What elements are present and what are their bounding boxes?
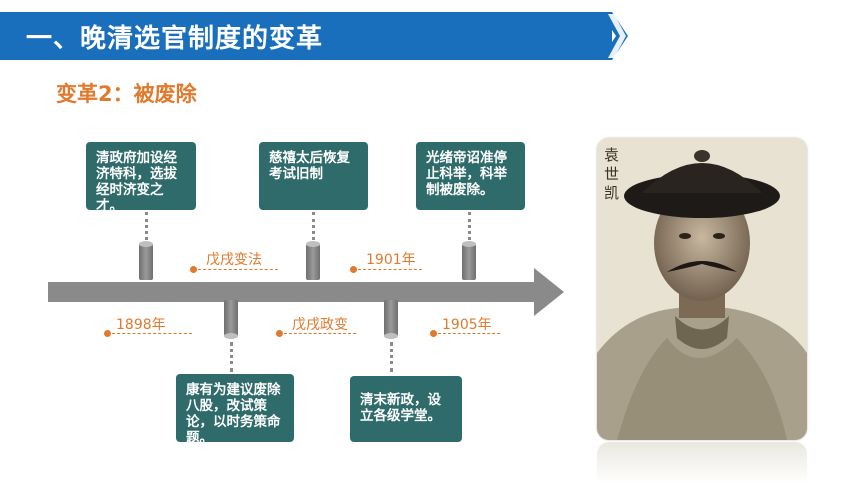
label-dash (198, 269, 278, 270)
event-box: 慈禧太后恢复考试旧制 (259, 142, 368, 210)
timeline-post (384, 300, 398, 336)
post-cap (462, 241, 476, 247)
year-label: 1898年 (116, 317, 166, 333)
portrait-reflection (597, 442, 807, 484)
post-cap (384, 333, 398, 339)
portrait-caption: 袁世凯 (604, 146, 620, 202)
timeline-post (224, 300, 238, 336)
timeline-post (139, 244, 153, 280)
year-label: 1901年 (366, 252, 416, 268)
label-dot (276, 330, 283, 337)
label-dot (104, 330, 111, 337)
label-dot (350, 266, 357, 273)
event-label: 戊戌政变 (292, 317, 348, 333)
year-label: 1905年 (442, 317, 492, 333)
connector-dots (312, 212, 315, 240)
label-dash (358, 269, 422, 270)
event-box: 清政府加设经济特科，选拔经时济变之才。 (86, 142, 196, 214)
connector-dots (145, 212, 148, 240)
label-dash (112, 333, 192, 334)
timeline-post (462, 244, 476, 280)
post-cap (224, 333, 238, 339)
label-dot (190, 266, 197, 273)
portrait-photo: 袁世凯 (597, 138, 807, 440)
page-title: 一、晚清选官制度的变革 (26, 24, 324, 54)
event-box: 光绪帝诏准停止科举，科举制被废除。 (416, 142, 525, 210)
timeline-post (306, 244, 320, 280)
label-dash (438, 333, 500, 334)
connector-dots (468, 212, 471, 240)
timeline-arrow (48, 268, 564, 316)
connector-dots (230, 342, 233, 372)
section-subtitle: 变革2：被废除 (56, 82, 197, 106)
event-box: 康有为建议废除八股，改试策论，以时务策命题。 (176, 374, 294, 446)
event-box: 清末新政，设立各级学堂。 (350, 376, 462, 442)
header-banner: 一、晚清选官制度的变革 (0, 12, 612, 60)
post-cap (139, 241, 153, 247)
label-dash (284, 333, 356, 334)
portrait-illustration (597, 138, 807, 440)
label-dot (430, 330, 437, 337)
event-label: 戊戌变法 (206, 252, 262, 268)
connector-dots (390, 342, 393, 372)
chevron-right-icon (600, 12, 628, 60)
post-cap (306, 241, 320, 247)
